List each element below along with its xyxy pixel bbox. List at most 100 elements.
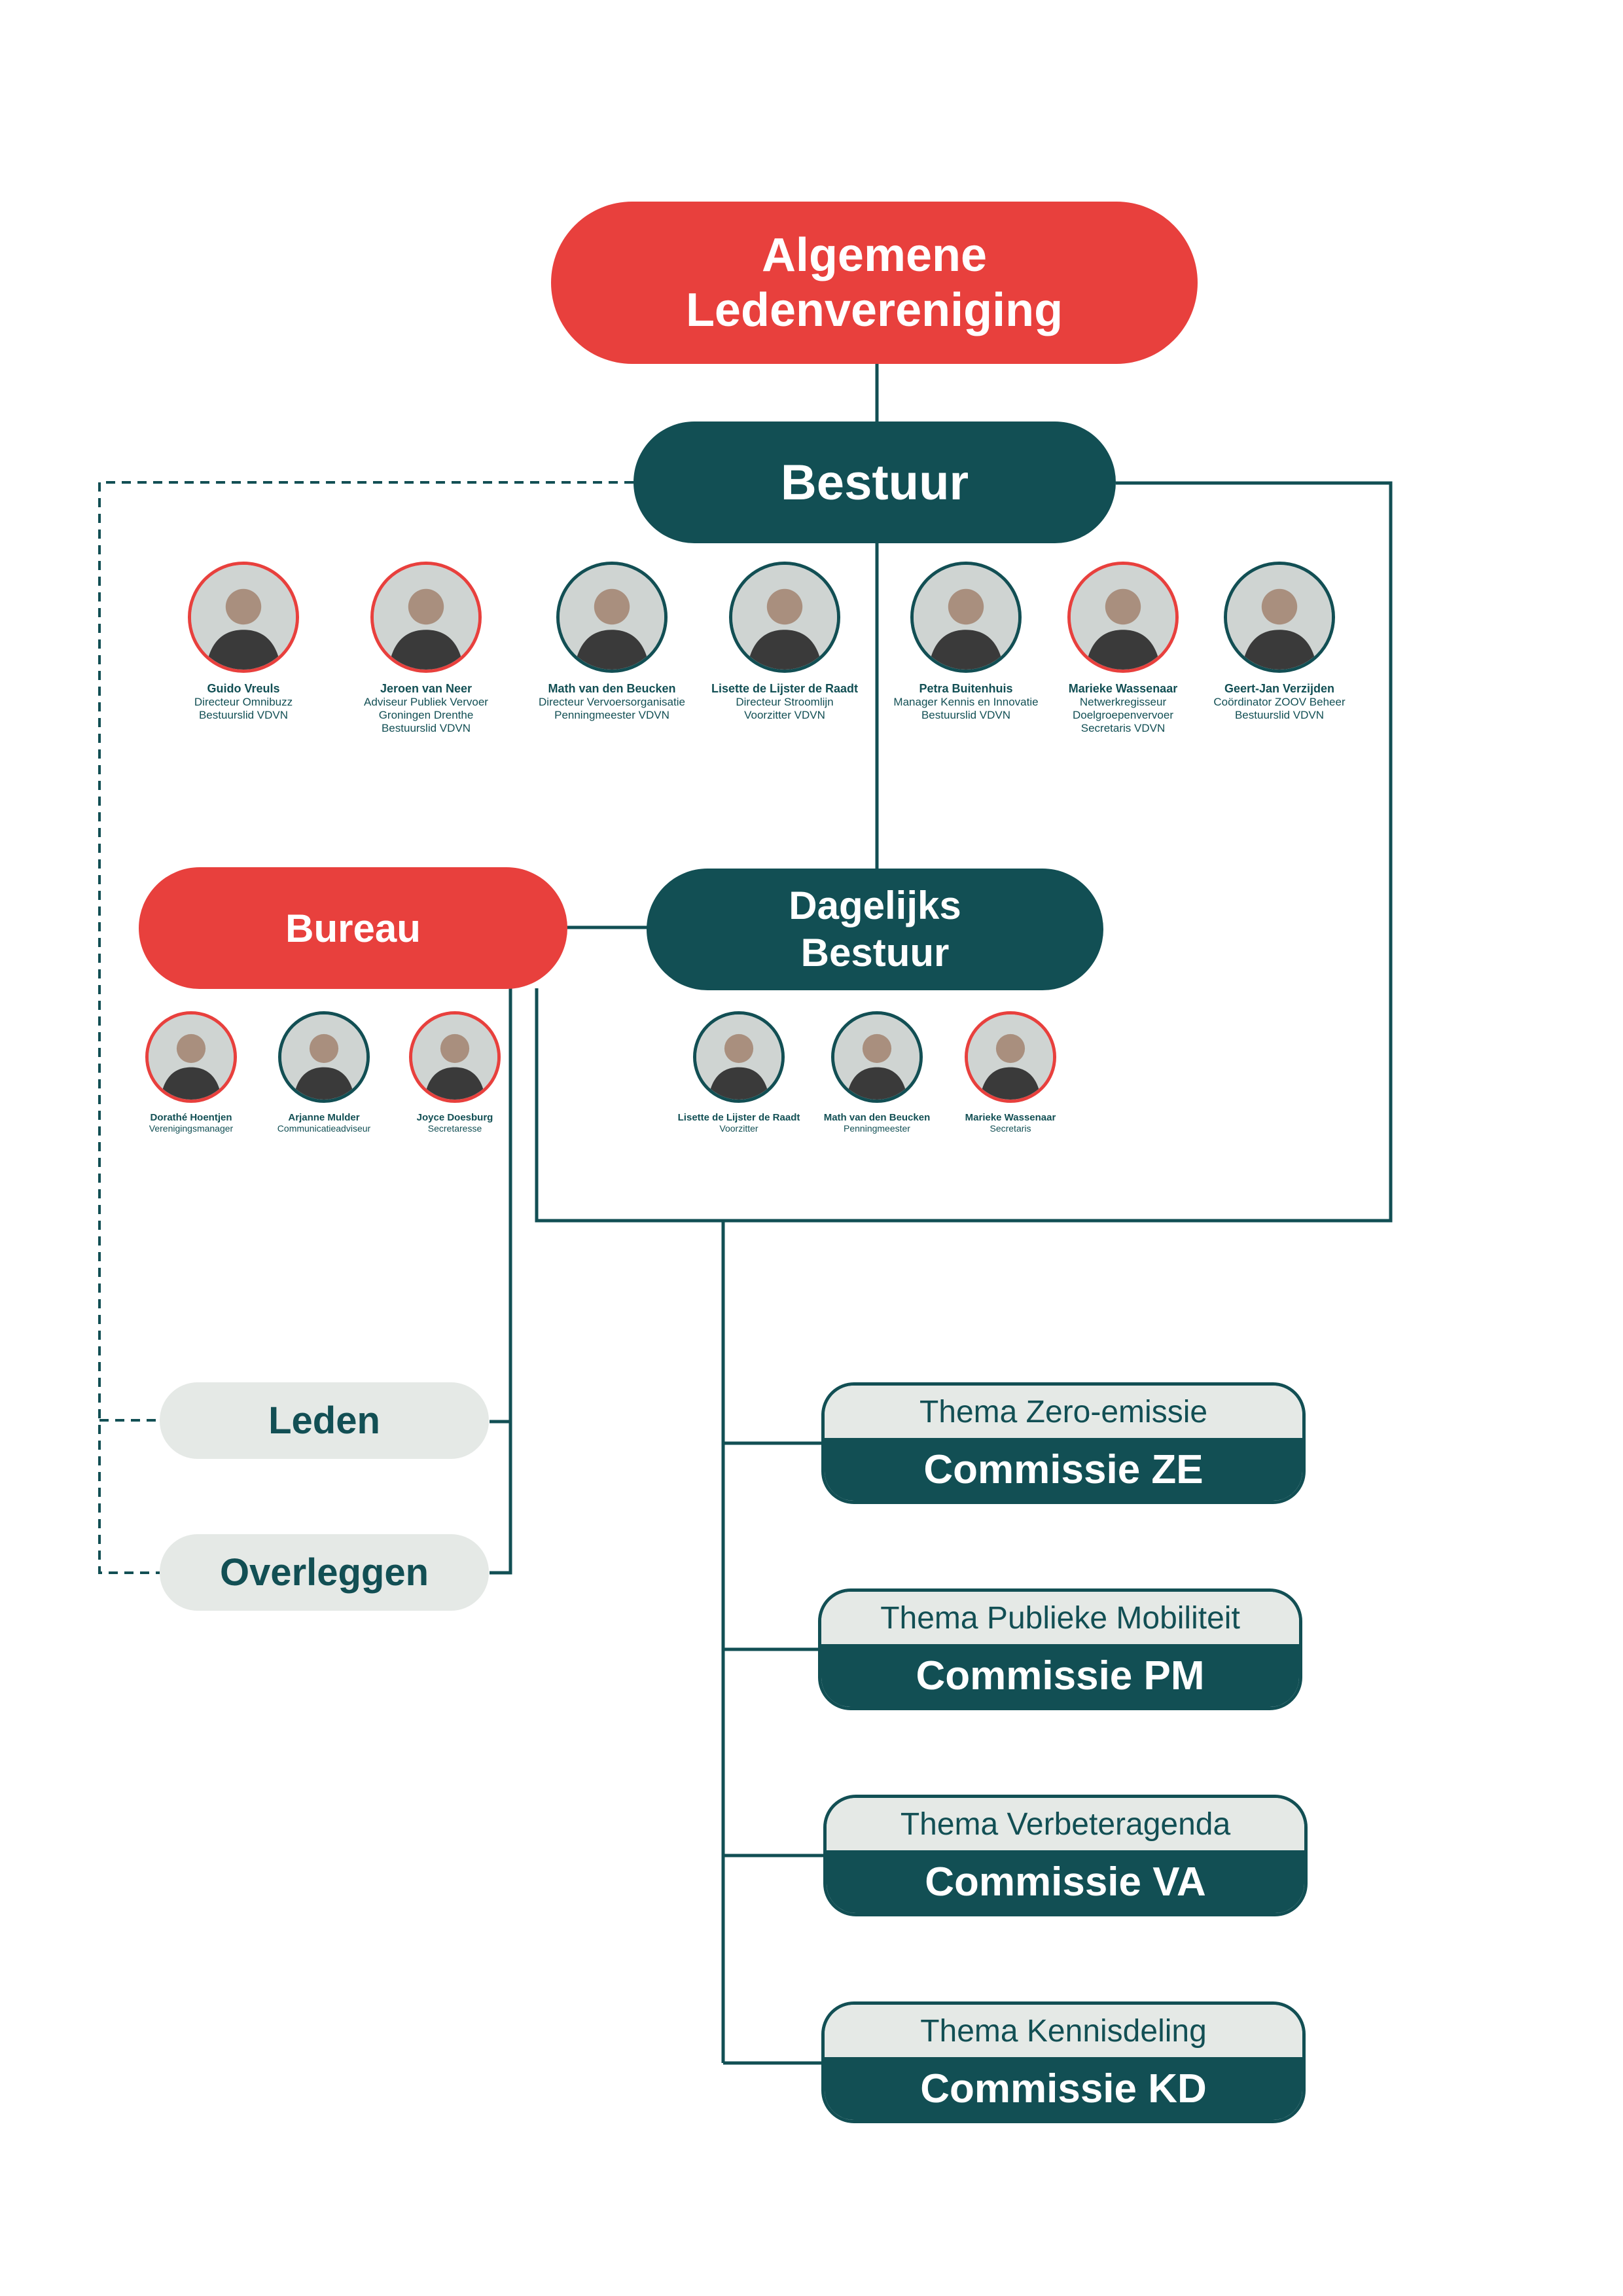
algemene-line2: Ledenvereniging (685, 284, 1063, 336)
person-name: Geert-Jan Verzijden (1224, 682, 1335, 695)
algemene-line1: Algemene (761, 229, 988, 281)
person-name: Joyce Doesburg (416, 1112, 493, 1123)
bureau-label: Bureau (285, 906, 421, 950)
leden-node: Leden (160, 1382, 489, 1459)
person-name: Dorathé Hoentjen (150, 1112, 232, 1123)
avatar (831, 1011, 923, 1103)
person-role-line: Voorzitter (719, 1123, 758, 1134)
avatar (1067, 562, 1179, 673)
person-silhouette-icon (914, 565, 1018, 670)
avatar (729, 562, 840, 673)
avatar (693, 1011, 785, 1103)
person-name: Marieke Wassenaar (965, 1112, 1056, 1123)
commission-name: Commissie PM (821, 1644, 1299, 1707)
overleggen-node: Overleggen (160, 1534, 489, 1611)
person-role-line: Directeur Stroomlijn (736, 696, 834, 708)
avatar (965, 1011, 1056, 1103)
avatar (278, 1011, 370, 1103)
person-role-line: Secretaris VDVN (1080, 722, 1166, 734)
person-silhouette-icon (696, 1014, 781, 1100)
person-role-line: Doelgroepenvervoer (1072, 709, 1174, 721)
person-silhouette-icon (560, 565, 664, 670)
commission-theme: Thema Verbeteragenda (827, 1798, 1304, 1850)
person-name: Arjanne Mulder (288, 1112, 360, 1123)
avatar (145, 1011, 237, 1103)
person-silhouette-icon (374, 565, 478, 670)
avatar (370, 562, 482, 673)
dagelijks-line1: Dagelijks (789, 884, 961, 927)
person-silhouette-icon (191, 565, 296, 670)
person-name: Jeroen van Neer (380, 682, 473, 695)
person-name: Petra Buitenhuis (919, 682, 1013, 695)
avatar (409, 1011, 501, 1103)
leden-label: Leden (268, 1399, 380, 1442)
commission-name: Commissie VA (827, 1850, 1304, 1913)
commission-theme: Thema Publieke Mobiliteit (821, 1592, 1299, 1644)
person-role-line: Manager Kennis en Innovatie (893, 696, 1039, 708)
person-role-line: Verenigingsmanager (149, 1123, 234, 1134)
person-role-line: Bestuurslid VDVN (921, 709, 1011, 721)
person-silhouette-icon (281, 1014, 366, 1100)
bureau-node: Bureau (139, 867, 567, 989)
person-role-line: Directeur Omnibuzz (194, 696, 293, 708)
person-silhouette-icon (412, 1014, 497, 1100)
person-role-line: Penningmeester (844, 1123, 910, 1134)
person-role-line: Adviseur Publiek Vervoer (364, 696, 488, 708)
overleggen-label: Overleggen (219, 1551, 429, 1594)
person-silhouette-icon (732, 565, 837, 670)
person-silhouette-icon (1227, 565, 1332, 670)
dashed-line-bestuur-overleggen (98, 481, 633, 1574)
person-silhouette-icon (1071, 565, 1175, 670)
commission-theme: Thema Kennisdeling (825, 2005, 1302, 2057)
bestuur-node: Bestuur (633, 422, 1116, 543)
person-silhouette-icon (834, 1014, 919, 1100)
avatar (910, 562, 1022, 673)
avatar (556, 562, 668, 673)
commission-name: Commissie KD (825, 2057, 1302, 2120)
person-role-line: Directeur Vervoersorganisatie (539, 696, 685, 708)
commission-theme: Thema Zero-emissie (825, 1386, 1302, 1438)
person-name: Marieke Wassenaar (1068, 682, 1178, 695)
line-bestuur-frame (535, 481, 1393, 1223)
person-role-line: Groningen Drenthe (378, 709, 474, 721)
commission-name: Commissie ZE (825, 1438, 1302, 1501)
person-role-line: Coördinator ZOOV Beheer (1213, 696, 1346, 708)
person-role-line: Netwerkregisseur (1079, 696, 1167, 708)
avatar (188, 562, 299, 673)
algemene-ledenvereniging-node: Algemene Ledenvereniging (551, 202, 1198, 364)
person-role-line: Secretaresse (427, 1123, 482, 1134)
person-role-line: Voorzitter VDVN (744, 709, 825, 721)
avatar (1224, 562, 1335, 673)
person-name: Guido Vreuls (207, 682, 280, 695)
person-silhouette-icon (149, 1014, 234, 1100)
line-bureau-overleggen (490, 1422, 512, 1575)
person-name: Lisette de Lijster de Raadt (711, 682, 859, 695)
dagelijks-bestuur-node: Dagelijks Bestuur (647, 869, 1103, 990)
person-role-line: Communicatieadviseur (277, 1123, 371, 1134)
person-role-line: Bestuurslid VDVN (1234, 709, 1325, 721)
person-role-line: Penningmeester VDVN (554, 709, 669, 721)
person-name: Math van den Beucken (548, 682, 676, 695)
person-name: Lisette de Lijster de Raadt (677, 1112, 800, 1123)
dagelijks-line2: Bestuur (800, 931, 950, 975)
person-name: Math van den Beucken (823, 1112, 931, 1123)
person-role-line: Secretaris (990, 1123, 1031, 1134)
